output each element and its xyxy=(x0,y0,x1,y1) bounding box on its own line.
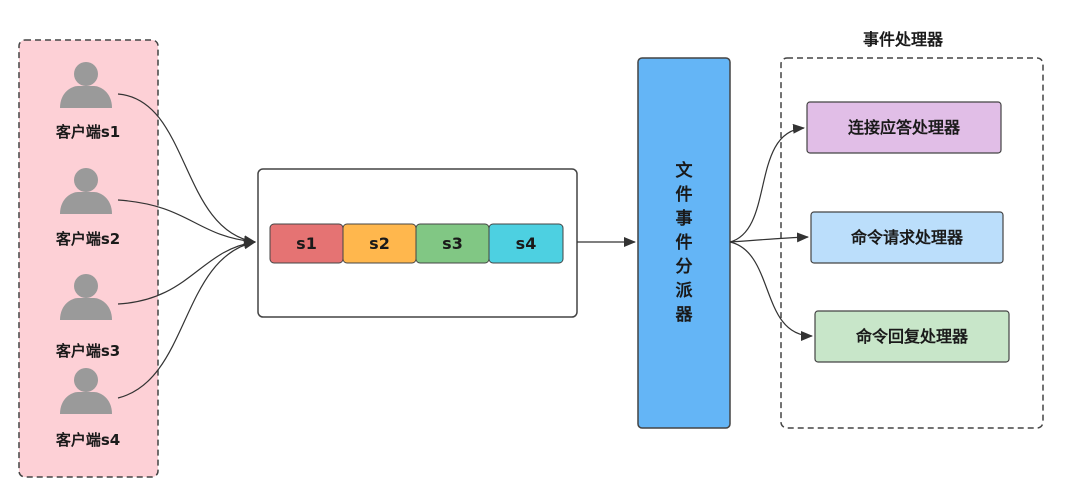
handler-group-box xyxy=(780,57,1044,429)
handler-label: 命令回复处理器 xyxy=(855,327,969,346)
client-s3: 客户端s3 xyxy=(55,274,120,360)
handler-group-title: 事件处理器 xyxy=(863,30,944,49)
client-s2: 客户端s2 xyxy=(55,168,120,248)
file-event-dispatcher xyxy=(637,57,731,429)
edge-dispatcher-to-request-handler xyxy=(729,232,809,243)
edge-client3-to-queue xyxy=(117,238,256,305)
handler-label: 命令请求处理器 xyxy=(850,228,964,247)
dispatcher-char: 件 xyxy=(676,184,693,205)
edge-dispatcher-to-connect-handler xyxy=(729,123,805,243)
queue-item-s1: s1 xyxy=(269,223,344,264)
queue-item-s3: s3 xyxy=(415,223,490,264)
dispatcher-char: 器 xyxy=(675,305,694,325)
queue-item-label: s4 xyxy=(516,234,537,253)
dispatcher-char: 分 xyxy=(676,257,693,277)
client-label: 客户端s4 xyxy=(55,431,120,449)
edge-client1-to-queue xyxy=(117,93,256,246)
queue-item-label: s1 xyxy=(296,234,317,253)
queue-item-s4: s4 xyxy=(488,223,564,264)
command-reply-handler: 命令回复处理器 xyxy=(814,310,1010,363)
client-group-box xyxy=(18,39,159,478)
queue-item-label: s2 xyxy=(369,234,390,253)
connect-accept-handler: 连接应答处理器 xyxy=(806,101,1002,154)
client-label: 客户端s3 xyxy=(55,342,120,360)
dispatcher-char: 文 xyxy=(676,160,694,181)
dispatcher-char: 件 xyxy=(676,232,693,253)
queue-item-s2: s2 xyxy=(342,223,417,264)
queue-item-label: s3 xyxy=(442,234,463,253)
client-s1: 客户端s1 xyxy=(55,62,120,141)
dispatcher-char: 派 xyxy=(676,281,694,301)
edge-client4-to-queue xyxy=(117,239,256,399)
client-label: 客户端s1 xyxy=(55,123,120,141)
handler-label: 连接应答处理器 xyxy=(848,118,961,137)
client-label: 客户端s2 xyxy=(55,230,120,248)
client-s4: 客户端s4 xyxy=(55,368,120,449)
edge-client2-to-queue xyxy=(117,199,256,246)
command-request-handler: 命令请求处理器 xyxy=(810,211,1004,264)
dispatcher-char: 事 xyxy=(676,209,693,229)
edge-dispatcher-to-reply-handler xyxy=(729,241,813,341)
